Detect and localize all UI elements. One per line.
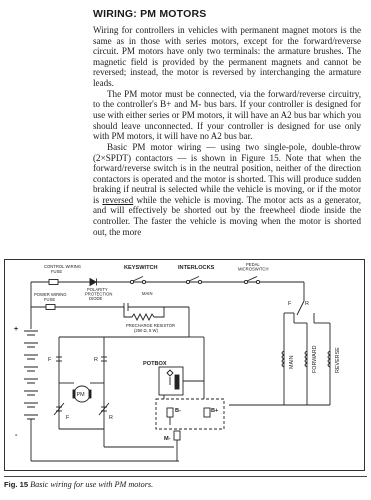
b-minus-label: B-: [175, 408, 181, 414]
battery-minus-label: -: [15, 432, 18, 439]
precharge-label-2: (250 Ω, 5 W): [134, 328, 158, 333]
paragraph-2: The PM motor must be connected, via the …: [93, 88, 361, 142]
forward-coil-label: FORWARD: [312, 345, 318, 373]
b-plus-label: B+: [211, 408, 219, 414]
reverse-coil-label: REVERSE: [335, 347, 341, 373]
contact-f-upper-label: F: [48, 357, 52, 363]
contact-r-lower-label: R: [109, 415, 113, 421]
paragraph-3-end: while the vehicle is moving. The motor a…: [93, 194, 362, 237]
pedal-label-2: MICROSWITCH: [238, 267, 268, 272]
controller-box: [155, 398, 225, 441]
switch-f-label: F: [288, 301, 292, 307]
potbox-icon: [158, 366, 184, 396]
underlined-word: reversed: [102, 194, 134, 205]
diode-label-1: POLARITY: [87, 287, 108, 292]
control-fuse-label-1: CONTROL WIRING: [44, 264, 81, 269]
precharge-label-1: PRECHARGE RESISTOR: [126, 323, 175, 328]
power-wiring-fuse: [45, 304, 56, 310]
precharge-resistor-icon: [123, 307, 165, 322]
contact-r-upper: [101, 356, 107, 362]
battery-icon: [24, 330, 38, 420]
keyswitch-label: KEYSWITCH: [124, 265, 158, 271]
contact-f-upper: [56, 356, 62, 362]
battery-plus-label: +: [14, 326, 18, 333]
wiring-diagram: CONTROL WIRING FUSE POLARITY PROTECTION …: [4, 259, 365, 471]
pm-motor-icon: [72, 385, 92, 403]
pm-motor-label: PM: [77, 392, 86, 398]
caption-rule: [4, 476, 367, 477]
reverse-coil: [327, 350, 332, 368]
keyswitch-icon: [129, 276, 147, 285]
figure-caption-text: Basic wiring for use with PM motors.: [30, 480, 154, 489]
pedal-microswitch-icon: [243, 276, 261, 285]
interlocks-label: INTERLOCKS: [178, 265, 215, 271]
diode-label-2: PROTECTION: [85, 292, 112, 297]
switch-r-label: R: [305, 301, 309, 307]
m-minus-label: M-: [164, 436, 171, 442]
diode-label-3: DIODE: [89, 296, 102, 301]
paragraph-1: Wiring for controllers in vehicles with …: [93, 25, 361, 88]
diagram-frame: [4, 259, 365, 471]
contact-r-lower: [98, 402, 110, 416]
polarity-diode-icon: [89, 277, 97, 287]
figure-caption: Fig. 15 Basic wiring for use with PM mot…: [4, 480, 153, 489]
potbox-label: POTBOX: [143, 361, 167, 367]
main-coil: [281, 350, 286, 368]
section-heading: WIRING: PM MOTORS: [93, 8, 207, 20]
contact-f-lower-label: F: [66, 415, 70, 421]
main-coil-label: MAIN: [289, 355, 295, 369]
paragraph-3: Basic PM motor wiring — using two single…: [93, 142, 361, 237]
paragraph-3-start: Basic PM motor wiring — using two single…: [93, 142, 361, 205]
contact-r-upper-label: R: [94, 357, 98, 363]
power-fuse-label-1: POWER WIRING: [34, 292, 67, 297]
figure-label: Fig. 15: [4, 480, 29, 489]
forward-coil: [304, 350, 309, 368]
main-contactor-label: MAIN: [142, 291, 152, 296]
control-fuse-label-2: FUSE: [51, 269, 62, 274]
pedal-label-1: PEDAL: [246, 262, 260, 267]
interlocks-icon: [185, 276, 203, 285]
power-fuse-label-2: FUSE: [44, 297, 55, 302]
main-contactor-icon: [123, 303, 129, 311]
control-wiring-fuse: [48, 279, 59, 285]
body-text: Wiring for controllers in vehicles with …: [93, 25, 361, 238]
contact-f-lower: [53, 402, 65, 416]
